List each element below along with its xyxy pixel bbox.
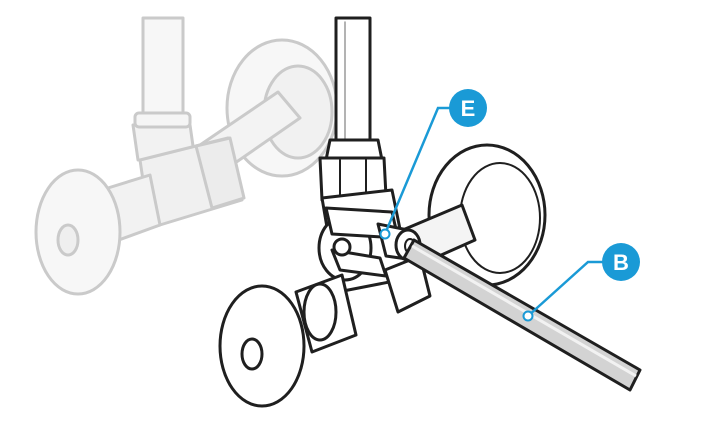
ghost-valve-hex — [194, 136, 246, 210]
callout-b-badge — [602, 243, 640, 281]
callout-b-label: B — [613, 250, 629, 275]
callout-e: E — [379, 89, 487, 240]
ghost-valve — [34, 16, 339, 296]
stem-collar — [302, 282, 338, 342]
supply-line — [402, 238, 642, 392]
callout-e-badge — [449, 89, 487, 127]
supply-tube — [334, 16, 372, 155]
main-valve — [218, 16, 547, 408]
callout-b-leader — [527, 260, 612, 317]
supply-line-tube — [402, 238, 642, 392]
wall-flange-inner — [459, 162, 541, 274]
ghost-handle-cap — [56, 223, 80, 257]
callout-e-target — [379, 228, 391, 240]
ghost-nut-ring — [133, 111, 192, 129]
clip-pin — [332, 237, 352, 257]
callout-e-label: E — [461, 96, 476, 121]
callout-b: B — [522, 243, 640, 322]
clip-lower — [330, 248, 388, 278]
ghost-supply-tube — [141, 16, 185, 115]
supply-line-highlight — [411, 244, 637, 378]
valve-handle-cap — [240, 337, 264, 371]
callout-b-target — [522, 310, 534, 322]
